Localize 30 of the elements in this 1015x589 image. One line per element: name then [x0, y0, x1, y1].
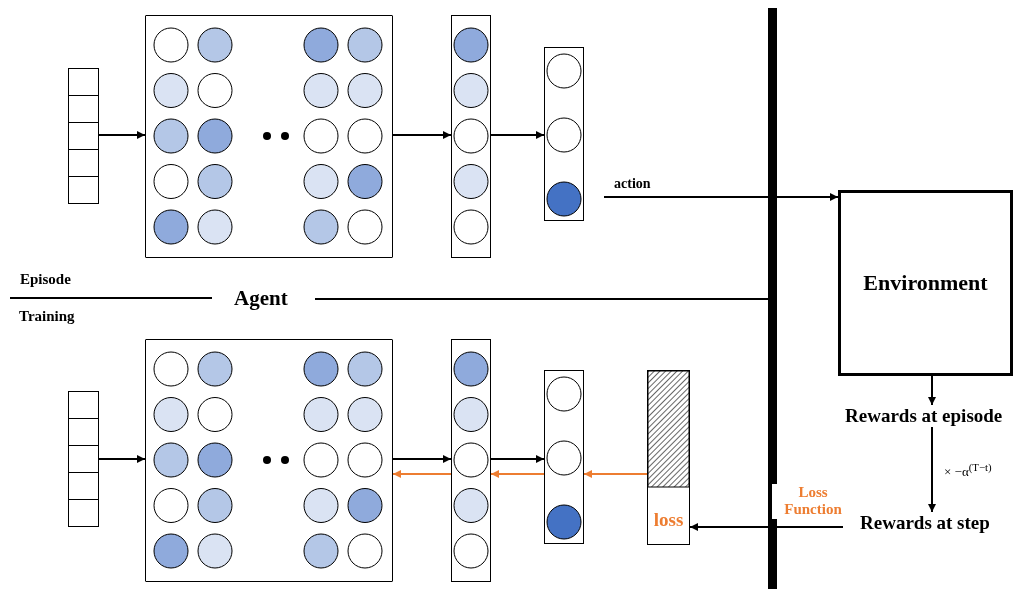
- arrow: [392, 455, 452, 463]
- arrow: [98, 131, 146, 139]
- section-label: Episode: [20, 271, 71, 288]
- input-vector: [68, 391, 99, 527]
- arrow: [392, 470, 452, 478]
- network-box: [145, 15, 393, 258]
- arrow: [603, 193, 839, 201]
- hidden-layer-box: [451, 339, 491, 582]
- environment-box: [838, 190, 1013, 376]
- arrow: [928, 375, 936, 406]
- arrow: [689, 523, 844, 531]
- section-label: Training: [19, 308, 75, 325]
- hidden-layer-box: [451, 15, 491, 258]
- output-layer-box: [544, 47, 584, 221]
- loss-bar: [647, 370, 690, 545]
- environment-label: Environment: [863, 270, 988, 296]
- arrow: [928, 426, 936, 513]
- arrow: [583, 470, 648, 478]
- input-vector: [68, 68, 99, 204]
- arrow: [490, 470, 545, 478]
- agent-label: Agent: [234, 286, 288, 311]
- loss-label: loss: [653, 509, 684, 531]
- arrow: [490, 131, 545, 139]
- arrow: [490, 455, 545, 463]
- reward-text: Rewards at step: [860, 512, 990, 534]
- reward-text: Rewards at episode: [845, 405, 1003, 427]
- output-layer-box: [544, 370, 584, 544]
- arrow: [392, 131, 452, 139]
- network-box: [145, 339, 393, 582]
- arrow: [98, 455, 146, 463]
